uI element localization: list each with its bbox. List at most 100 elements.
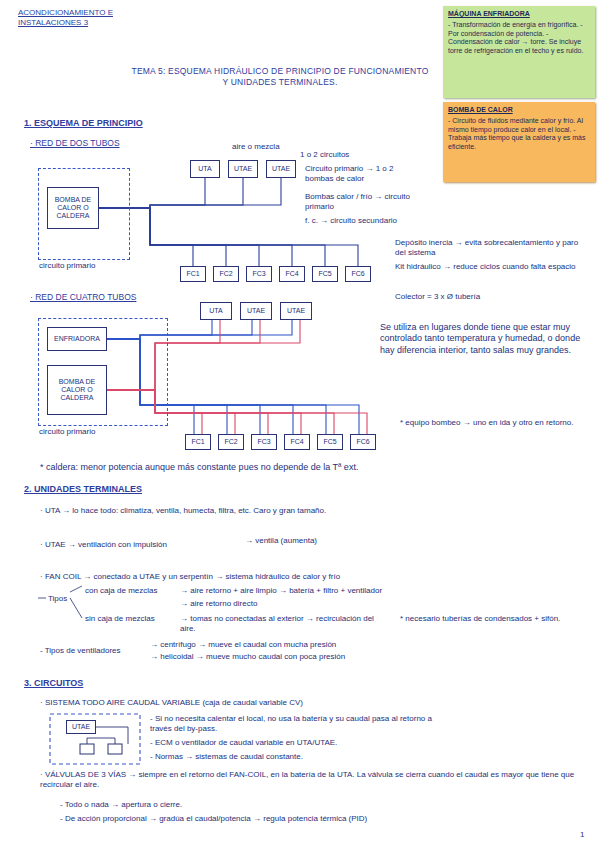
note-text: 1 [580, 830, 584, 840]
node-text: - Circuito de fluidos mediante calor y f… [448, 117, 590, 152]
note-text: Bombas calor / frío → circuito primario [305, 192, 425, 212]
fancoil-box: FC1 [185, 434, 211, 450]
pipe-connector [99, 208, 292, 266]
note-text: * equipo bombeo → uno en ida y otro en r… [400, 418, 590, 428]
node-text: FC5 [323, 438, 336, 446]
fancoil-box: FC4 [279, 266, 305, 282]
variable-flow-loop [50, 714, 140, 764]
pipe-connector [107, 339, 293, 434]
pipe-connector [107, 339, 260, 434]
leader-line [38, 598, 46, 599]
pipe-connector [107, 390, 367, 434]
note-text: - De acción proporcional → gradúa el cau… [60, 814, 580, 824]
node-text: FC3 [252, 270, 265, 278]
pipe-connector [107, 320, 212, 339]
note-text: Se utiliza en lugares donde tiene que es… [380, 322, 590, 356]
note-heading: MÁQUINA ENFRIADORA [448, 10, 590, 19]
unit-box: UTAE [240, 302, 272, 320]
node-text: FC6 [356, 438, 369, 446]
flow-box [108, 744, 122, 754]
region-label: circuito primario [39, 427, 95, 436]
note-text: Colector = 3 x Ø tubería [395, 292, 480, 302]
note-text: con caja de mezclas [85, 586, 157, 596]
note-text: → centrífugo → mueve el caudal con mucha… [150, 640, 336, 650]
note-text: → aire retorno directo [180, 599, 257, 609]
page-title: TEMA 5: ESQUEMA HIDRÁULICO DE PRINCIPIO … [130, 66, 430, 87]
node-text: UTA [209, 307, 222, 315]
pipe-connector [107, 320, 300, 390]
node-text: FC4 [290, 438, 303, 446]
pipe-connector [107, 390, 301, 434]
note-text: Circuito primario → 1 o 2 bombas de calo… [305, 164, 415, 184]
note-text: - Normas → sistemas de caudal constante. [150, 752, 450, 762]
fancoil-box: FC4 [284, 434, 310, 450]
fancoil-box: FC5 [317, 434, 343, 450]
pipe-connector [107, 320, 292, 339]
note-text: - ECM o ventilador de caudal variable en… [150, 738, 450, 748]
note-text: · SISTEMA TODO AIRE CAUDAL VARIABLE (caj… [40, 698, 540, 708]
note-text: Tipos [48, 594, 67, 604]
fancoil-box: FC1 [180, 266, 206, 282]
pipe-connector [107, 339, 359, 434]
note-text: Kit hidráulico → reduce ciclos cuando fa… [395, 262, 585, 272]
chiller-box: ENFRIADORA [47, 327, 107, 351]
note-text: sin caja de mezclas [85, 614, 155, 624]
pipe-connector [99, 208, 259, 266]
unit-box: UTA [190, 160, 220, 178]
node-text: FC2 [219, 270, 232, 278]
branch-line [70, 586, 82, 618]
node-text: BOMBA DE CALOR O CALDERA [50, 196, 96, 220]
note-text: - Todo o nada → apertura o cierre. [60, 800, 560, 810]
node-text: UTAE [234, 165, 252, 173]
fancoil-box: FC5 [312, 266, 338, 282]
pipe-connector [107, 390, 235, 434]
fancoil-box: FC6 [345, 266, 371, 282]
pipe-connector [99, 178, 281, 208]
note-text: - Si no necesita calentar el local, no u… [150, 714, 450, 734]
node-text: FC3 [257, 438, 270, 446]
pipe-connector [107, 320, 252, 339]
pipe-connector [99, 178, 205, 208]
note-text: 1 o 2 circuitos [300, 150, 349, 160]
circuit-region: circuito primarioBOMBA DE CALOR O CALDER… [38, 168, 130, 260]
note-text: → helicoidal → mueve mucho caudal con po… [150, 652, 345, 662]
unit-box: UTAE [66, 720, 96, 734]
note-text: → ventila (aumenta) [245, 536, 317, 546]
pipe-connector [99, 178, 243, 208]
node-text: ENFRIADORA [54, 335, 100, 343]
note-text: · VÁLVULAS DE 3 VÍAS → siempre en el ret… [40, 770, 580, 790]
pipe-connector [107, 339, 194, 434]
node-text: BOMBA DE CALOR O CALDERA [50, 378, 104, 402]
subheading: · RED DE DOS TUBOS [30, 138, 120, 149]
pipe-connector [107, 320, 220, 390]
unit-box: UTAE [228, 160, 258, 178]
note-text: → aire retorno + aire limpio → batería +… [180, 586, 382, 596]
note-text: - Tipos de ventiladores [40, 646, 121, 656]
node-text: UTAE [287, 307, 305, 315]
region-label: circuito primario [39, 261, 95, 270]
sticky-note: MÁQUINA ENFRIADORA - Transformación de en… [443, 6, 595, 98]
section-heading: 1. ESQUEMA DE PRINCIPIO [24, 118, 143, 129]
circuit-region: circuito primarioENFRIADORABOMBA DE CALO… [38, 318, 168, 426]
node-text: UTAE [72, 723, 90, 731]
unit-box: UTAE [266, 160, 296, 178]
node-text: FC5 [318, 270, 331, 278]
section-heading: 2. UNIDADES TERMINALES [24, 484, 142, 495]
pipe-connector [99, 208, 325, 266]
unit-box: UTA [200, 302, 232, 320]
note-text: f. c. → circuito secundario [305, 216, 397, 226]
node-text: FC2 [224, 438, 237, 446]
pipe-connector [107, 339, 227, 434]
pipe-connector [107, 390, 334, 434]
boiler-box: BOMBA DE CALOR O CALDERA [47, 187, 99, 229]
note-text: ACONDICIONAMIENTO E INSTALACIONES 3 [18, 8, 128, 28]
node-text: UTA [198, 165, 211, 173]
fancoil-box: FC3 [251, 434, 277, 450]
pipe-connector [107, 320, 260, 390]
pipe-connector [99, 208, 193, 266]
note-text: → tomas no conectadas al exterior → reci… [180, 614, 390, 634]
flow-box [80, 744, 94, 754]
sticky-note: BOMBA DE CALOR- Circuito de fluidos medi… [443, 102, 595, 182]
node-text: - Transformación de energía en frigorífi… [448, 21, 590, 56]
node-text: FC1 [191, 438, 204, 446]
